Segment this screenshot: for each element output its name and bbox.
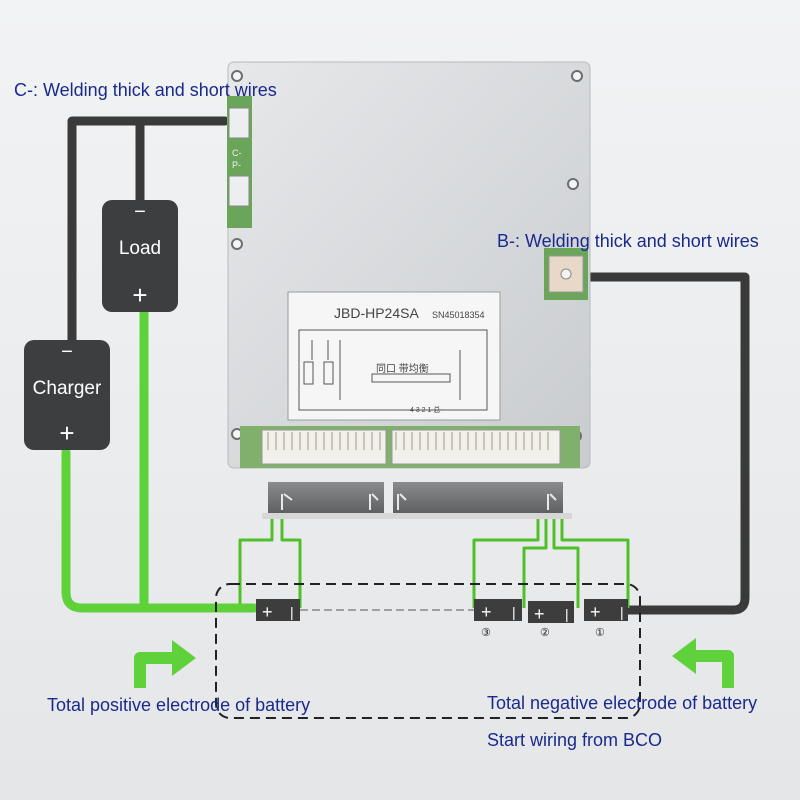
- charger-label: Charger: [32, 378, 102, 399]
- cell-1-plus: +: [590, 602, 601, 622]
- cell-1-marker: ①: [595, 627, 605, 639]
- pin-numbers: 4 3 2 1 总-: [410, 405, 443, 414]
- cell-2-minus: |: [565, 606, 569, 622]
- charger-box: − Charger +: [24, 340, 110, 450]
- cell-3: + | ③: [474, 599, 522, 639]
- load-plus-sign: +: [132, 280, 148, 310]
- b-minus-wire: [585, 272, 750, 615]
- cell-2-plus: +: [534, 604, 545, 624]
- start-wiring-label: Start wiring from BCO: [487, 730, 663, 750]
- c-minus-wire: [67, 116, 230, 350]
- charger-minus-sign: −: [61, 341, 73, 363]
- pad-c-label: C-: [232, 148, 242, 158]
- cell-2: + | ②: [528, 601, 574, 639]
- total-positive-label: Total positive electrode of battery: [47, 695, 311, 715]
- board-schematic: [298, 329, 488, 411]
- cell-3-plus: +: [481, 602, 492, 622]
- cell-3-minus: |: [512, 604, 516, 620]
- pad-p-label: P-: [232, 160, 241, 170]
- b-minus-label: B-: Welding thick and short wires: [497, 231, 759, 251]
- cell-left: + |: [256, 599, 300, 622]
- battery-pack-outline: [215, 583, 641, 719]
- bms-board: C- P- JBD-HP24SA SN45018354 同口 带均衡 4 3 2…: [227, 61, 591, 469]
- positive-wires: [61, 307, 259, 613]
- load-label: Load: [118, 238, 162, 259]
- charger-plus-wire: [61, 447, 259, 613]
- charger-plus-sign: +: [59, 418, 75, 448]
- balance-wires: [238, 519, 630, 610]
- plugs: [262, 482, 572, 519]
- main-wires: [67, 116, 750, 615]
- cell-1-minus: |: [620, 604, 624, 620]
- cell-left-minus: |: [290, 604, 294, 620]
- load-minus-sign: −: [134, 201, 146, 223]
- schematic-text: 同口 带均衡: [376, 363, 429, 375]
- connector-pins: [267, 432, 549, 450]
- cell-3-marker: ③: [481, 627, 491, 639]
- c-minus-label: C-: Welding thick and short wires: [14, 80, 277, 100]
- total-negative-label: Total negative electrode of battery: [487, 693, 758, 713]
- board-model: JBD-HP24SA: [334, 305, 419, 321]
- board-serial: SN45018354: [432, 310, 485, 320]
- arrow-right-icon: [672, 638, 734, 688]
- arrow-left-icon: [134, 640, 196, 688]
- cell-left-plus: +: [262, 602, 273, 622]
- load-box: − Load +: [102, 200, 178, 312]
- cell-1: + | ①: [584, 599, 628, 639]
- cell-2-marker: ②: [540, 627, 550, 639]
